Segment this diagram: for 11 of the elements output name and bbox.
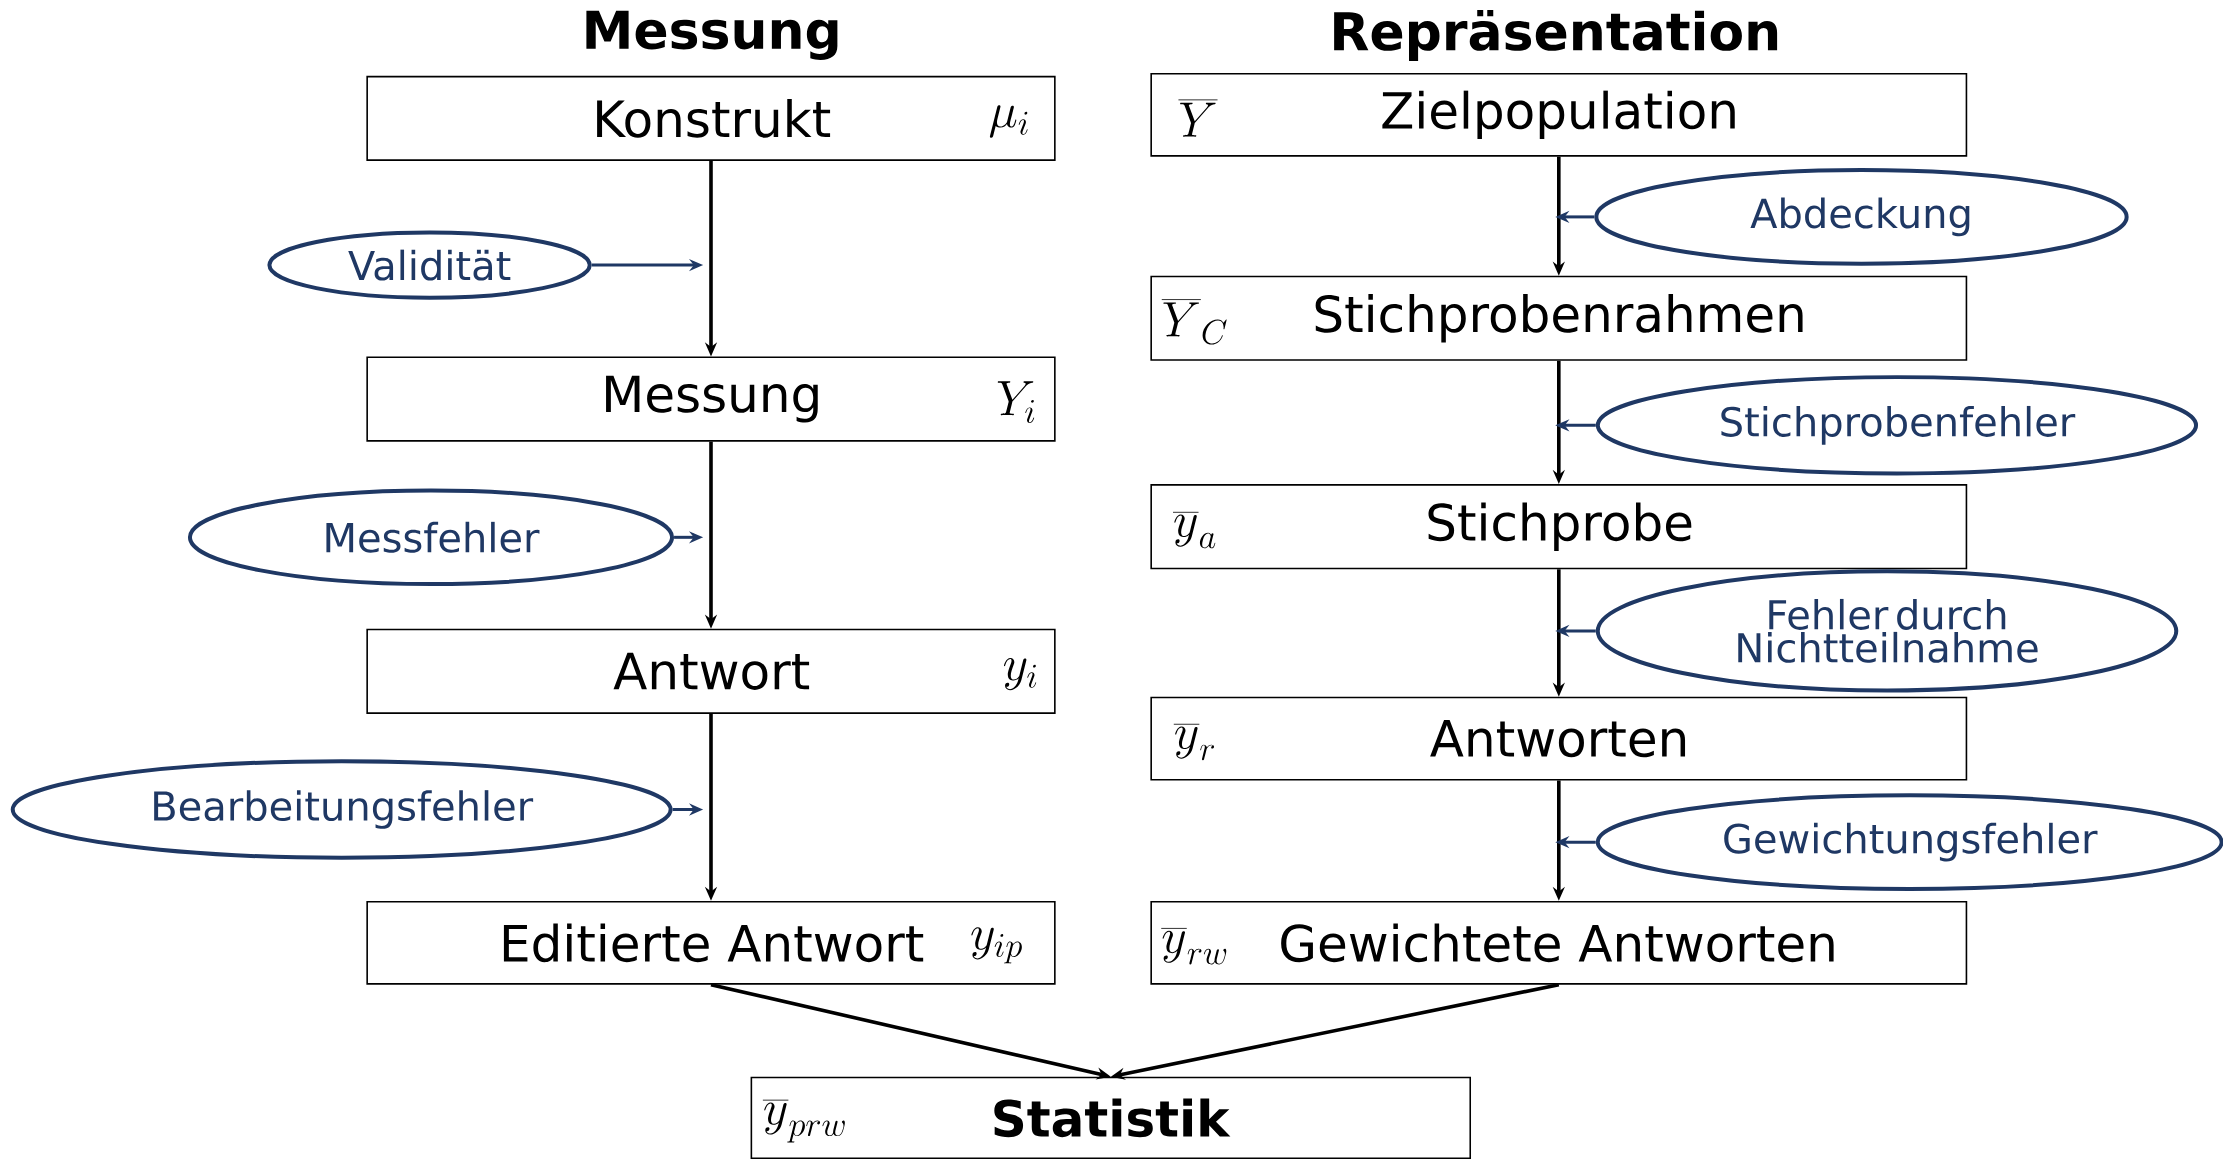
process-box: Konstrukt $\mu_i$ xyxy=(366,75,1056,162)
process-box: $\overline{y}_{prw}$ Statistik xyxy=(750,1076,1472,1160)
process-box: $\overline{Y}_C$ Stichprobenrahmen xyxy=(1150,275,1968,362)
process-box: Editierte Antwort $y_{ip}$ xyxy=(366,901,1056,985)
process-box: $\overline{y}_r$ Antworten xyxy=(1150,696,1968,781)
process-box: $\overline{y}_{rw}$ Gewichtete Antworten xyxy=(1150,901,1968,985)
column-heading: Repräsentation xyxy=(1334,10,1778,62)
process-box: $\overline{y}_a$ Stichprobe xyxy=(1150,484,1968,570)
process-box: Messung $Y_i$ xyxy=(366,356,1056,442)
process-box: Antwort $y_i$ xyxy=(366,628,1056,715)
process-box: $\overline{Y}$ Zielpopulation xyxy=(1150,73,1968,157)
